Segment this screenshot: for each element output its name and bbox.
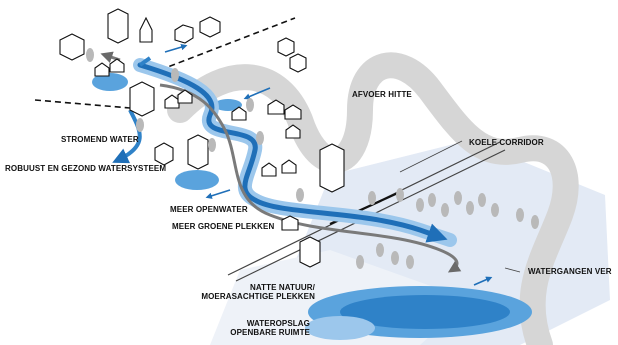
label-meer-openwater: MEER OPENWATER <box>170 205 248 214</box>
inflow-arrow-2 <box>205 189 231 199</box>
inflow-arrow-3 <box>164 44 188 53</box>
label-wateropslag: WATEROPSLAG OPENBARE RUIMTE <box>200 319 310 337</box>
stream-upper <box>138 56 152 67</box>
label-stromend-water: STROMEND WATER <box>61 135 139 144</box>
trees <box>86 48 539 269</box>
label-wateropslag-line1: WATEROPSLAG <box>246 319 310 328</box>
label-natte-natuur-line1: NATTE NATUUR/ <box>250 283 315 292</box>
open-water-pond <box>175 170 219 190</box>
town-pond-right <box>214 99 242 111</box>
leader-lines <box>399 140 521 273</box>
label-meer-groene-plekken: MEER GROENE PLEKKEN <box>172 222 275 231</box>
town-pond-left <box>92 73 128 91</box>
storage-pond-inner <box>340 295 510 329</box>
label-natte-natuur: NATTE NATUUR/ MOERASACHTIGE PLEKKEN <box>195 283 315 301</box>
dashed-boundary-left <box>34 99 131 109</box>
stream-water <box>137 62 448 243</box>
stream-branch <box>112 109 142 164</box>
label-koele-corridor: KOELE CORRIDOR <box>469 138 544 147</box>
inflow-arrow-1 <box>243 87 271 100</box>
label-watergangen: WATERGANGEN VER <box>528 267 612 276</box>
dashed-boundary-top <box>159 17 296 71</box>
label-robuust-watersysteem: ROBUUST EN GEZOND WATERSYSTEEM <box>5 164 167 173</box>
gray-flow-arrow <box>159 83 462 273</box>
label-natte-natuur-line2: MOERASACHTIGE PLEKKEN <box>201 292 315 301</box>
outflow-arrow <box>473 276 493 286</box>
house-cluster <box>59 8 345 268</box>
label-wateropslag-line2: OPENBARE RUIMTE <box>230 328 310 337</box>
wetland-pond-left <box>305 316 375 340</box>
label-afvoer-hitte: AFVOER HITTE <box>352 90 412 99</box>
